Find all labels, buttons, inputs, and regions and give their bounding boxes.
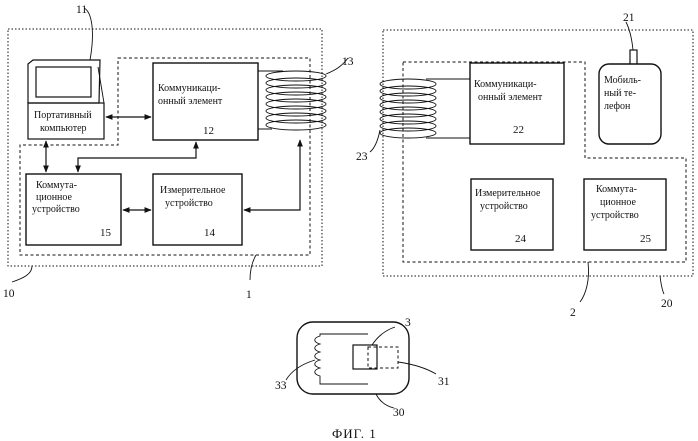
ref-31: 31	[438, 376, 450, 388]
ref-20: 20	[661, 298, 673, 310]
ref-2: 2	[570, 307, 576, 319]
ref-3: 3	[405, 317, 411, 329]
comm-element-12-line2: онный элемент	[158, 96, 223, 107]
coil-antenna-23	[380, 79, 470, 138]
leader-21	[626, 22, 633, 50]
switching-device-15-line3: устройство	[32, 204, 80, 215]
switching-device-15-number: 15	[100, 227, 112, 239]
ref-33: 33	[275, 380, 287, 392]
figure-caption: ФИГ. 1	[332, 426, 377, 441]
measuring-device-24-line1: Измерительное	[475, 188, 541, 199]
leader-1	[250, 255, 256, 280]
coil-antenna-13	[258, 71, 326, 130]
ref-30: 30	[393, 407, 405, 419]
leader-20	[660, 276, 664, 294]
leader-30	[376, 394, 394, 408]
switching-device-15-line2: ционное	[36, 192, 73, 203]
link-switch-comm	[78, 142, 196, 172]
measuring-device-14-line1: Измерительное	[160, 185, 226, 196]
leader-23	[370, 130, 380, 152]
measuring-device-14-line2: устройство	[165, 198, 213, 209]
measuring-device-24-number: 24	[515, 233, 527, 245]
switching-device-25-line3: устройство	[591, 210, 639, 221]
leader-10	[12, 266, 32, 282]
ref-13: 13	[342, 56, 354, 68]
ref-23: 23	[356, 151, 368, 163]
comm-element-22-line1: Коммуникаци-	[474, 79, 537, 90]
measuring-device-14-number: 14	[204, 227, 216, 239]
switching-device-15-line1: Коммута-	[36, 180, 77, 191]
comm-element-12-line1: Коммуникаци-	[158, 83, 221, 94]
comm-element-22-number: 22	[513, 124, 524, 136]
mobile-phone-line1: Мобиль-	[604, 75, 641, 86]
laptop-label-line2: компьютер	[40, 123, 87, 134]
mobile-phone-line3: лефон	[604, 101, 631, 112]
laptop-label-line1: Портативный	[34, 110, 92, 121]
switching-device-25-line1: Коммута-	[596, 184, 637, 195]
link-meas-coil	[244, 140, 300, 210]
switching-device-25-number: 25	[640, 233, 652, 245]
ref-11: 11	[76, 4, 87, 16]
comm-element-22-line2: онный элемент	[478, 92, 543, 103]
leader-2	[580, 262, 589, 302]
tag-30: 3 33 31 30	[275, 317, 450, 419]
measuring-device-24-line2: устройство	[480, 201, 528, 212]
right-system: Коммуникаци- онный элемент 22 Мобиль- ны…	[356, 12, 693, 319]
comm-element-12-number: 12	[203, 125, 214, 137]
ref-1: 1	[246, 289, 252, 301]
switching-device-25-line2: ционное	[600, 197, 637, 208]
ref-21: 21	[623, 12, 635, 24]
left-system: Портативный компьютер Коммуникаци- онный…	[3, 4, 354, 301]
ref-10: 10	[3, 288, 15, 300]
mobile-phone-line2: ный те-	[604, 88, 636, 99]
